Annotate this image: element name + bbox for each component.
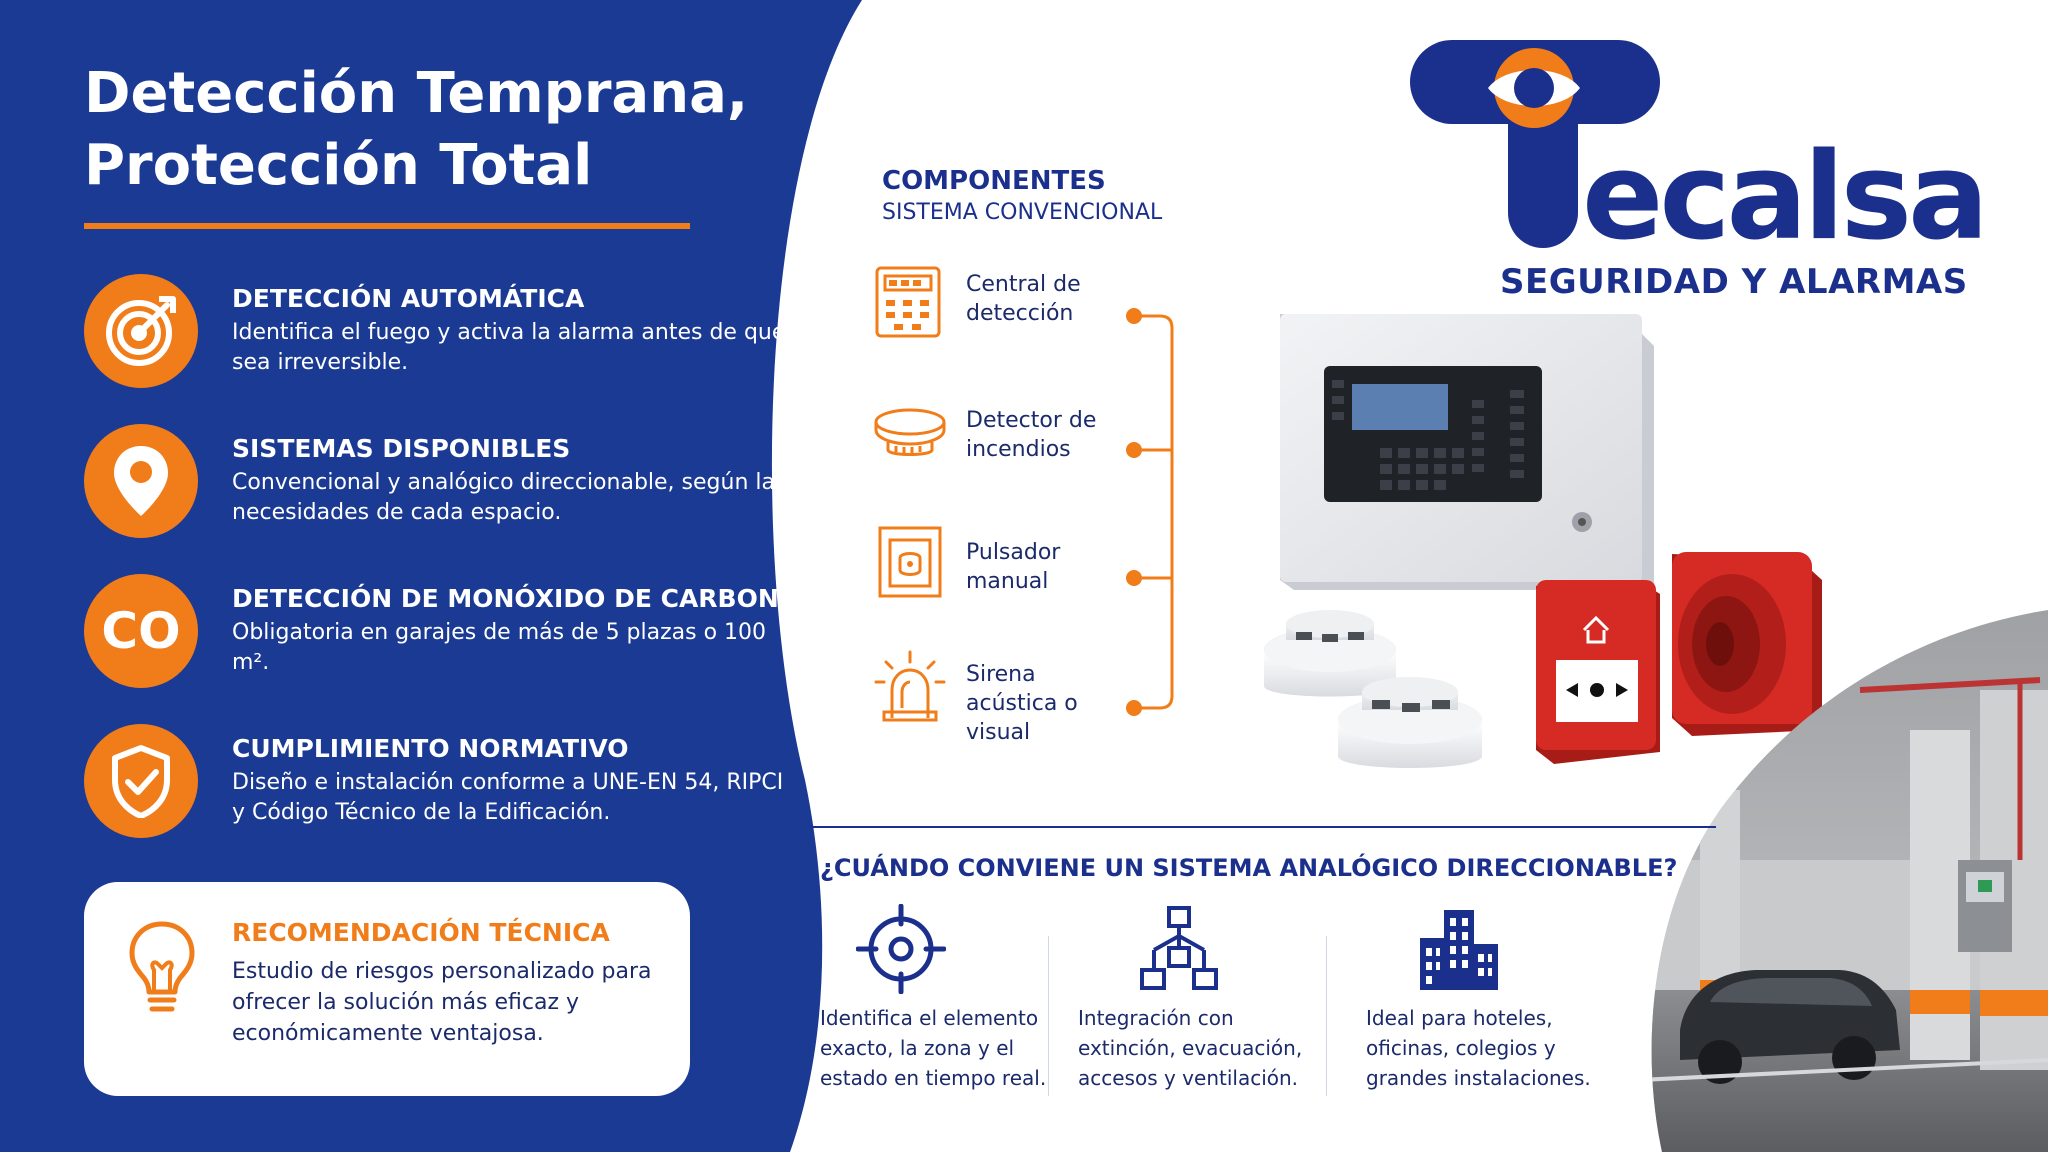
components-connector bbox=[1126, 308, 1174, 716]
recommendation-title: RECOMENDACIÓN TÉCNICA bbox=[232, 918, 610, 947]
smoke-detector-icon bbox=[874, 408, 946, 456]
feature-description: Obligatoria en garajes de más de 5 plaza… bbox=[232, 620, 767, 675]
headline-underline bbox=[84, 223, 690, 229]
feature-available-systems: SISTEMAS DISPONIBLES Convencional y anal… bbox=[84, 424, 804, 542]
headline: Detección Temprana, Protección Total bbox=[84, 61, 749, 198]
feature-title: SISTEMAS DISPONIBLES bbox=[232, 434, 571, 463]
shield-check-icon bbox=[84, 724, 198, 838]
logo-wordmark-rest: ecalsa bbox=[1582, 128, 1989, 267]
co-label: CO bbox=[101, 602, 181, 660]
location-pin-icon bbox=[84, 424, 198, 538]
target-icon bbox=[84, 274, 198, 388]
manual-call-point-icon bbox=[878, 526, 942, 598]
component-label-control-panel: Central de detección bbox=[966, 272, 1081, 326]
analog-benefit-text: Integración con extinción, evacuación, a… bbox=[1078, 1006, 1303, 1090]
feature-compliance: CUMPLIMIENTO NORMATIVO Diseño e instalac… bbox=[84, 724, 804, 842]
column-divider bbox=[1326, 936, 1327, 1096]
feature-description: Convencional y analógico direccionable, … bbox=[232, 470, 787, 525]
logo-tagline: SEGURIDAD Y ALARMAS bbox=[1500, 262, 1968, 302]
buildings-icon bbox=[1420, 910, 1498, 990]
feature-automatic-detection: DETECCIÓN AUTOMÁTICA Identifica el fuego… bbox=[84, 274, 804, 392]
recommendation-description: Estudio de riesgos personalizado para of… bbox=[232, 959, 652, 1046]
analog-benefit-text: Ideal para hoteles, oficinas, colegios y… bbox=[1366, 1006, 1591, 1090]
feature-title: DETECCIÓN AUTOMÁTICA bbox=[232, 284, 585, 313]
siren-icon bbox=[874, 650, 946, 722]
logo-wordmark: ecalsa bbox=[1582, 138, 1989, 258]
feature-co-detection: CO DETECCIÓN DE MONÓXIDO DE CARBONO Obli… bbox=[84, 574, 804, 692]
feature-title: CUMPLIMIENTO NORMATIVO bbox=[232, 734, 629, 763]
co-text-icon: CO bbox=[84, 574, 198, 688]
recommendation-card: RECOMENDACIÓN TÉCNICA Estudio de riesgos… bbox=[84, 882, 690, 1096]
feature-description: Identifica el fuego y activa la alarma a… bbox=[232, 320, 786, 375]
components-heading: COMPONENTES bbox=[882, 166, 1106, 196]
lightbulb-icon bbox=[129, 921, 195, 1012]
column-divider bbox=[1048, 936, 1049, 1096]
analog-benefit-text: Identifica el elemento exacto, la zona y… bbox=[820, 1006, 1047, 1090]
feature-title: DETECCIÓN DE MONÓXIDO DE CARBONO bbox=[232, 584, 801, 613]
tecalsa-logo bbox=[1410, 40, 1660, 248]
components-subheading: SISTEMA CONVENCIONAL bbox=[882, 200, 1163, 225]
component-label-smoke-detector: Detector de incendios bbox=[966, 408, 1097, 462]
control-panel-icon bbox=[875, 266, 941, 338]
crosshair-icon bbox=[856, 904, 946, 994]
feature-description: Diseño e instalación conforme a UNE-EN 5… bbox=[232, 770, 784, 825]
component-label-siren: Sirena acústica o visual bbox=[966, 662, 1078, 745]
component-label-manual-call-point: Pulsador manual bbox=[966, 540, 1061, 594]
network-icon bbox=[1140, 906, 1218, 990]
section-divider bbox=[810, 826, 1716, 828]
parking-garage-photo bbox=[1651, 610, 2048, 1152]
analog-question-title: ¿CUÁNDO CONVIENE UN SISTEMA ANALÓGICO DI… bbox=[820, 854, 1678, 882]
fire-alarm-equipment-illustration bbox=[1264, 314, 1822, 768]
